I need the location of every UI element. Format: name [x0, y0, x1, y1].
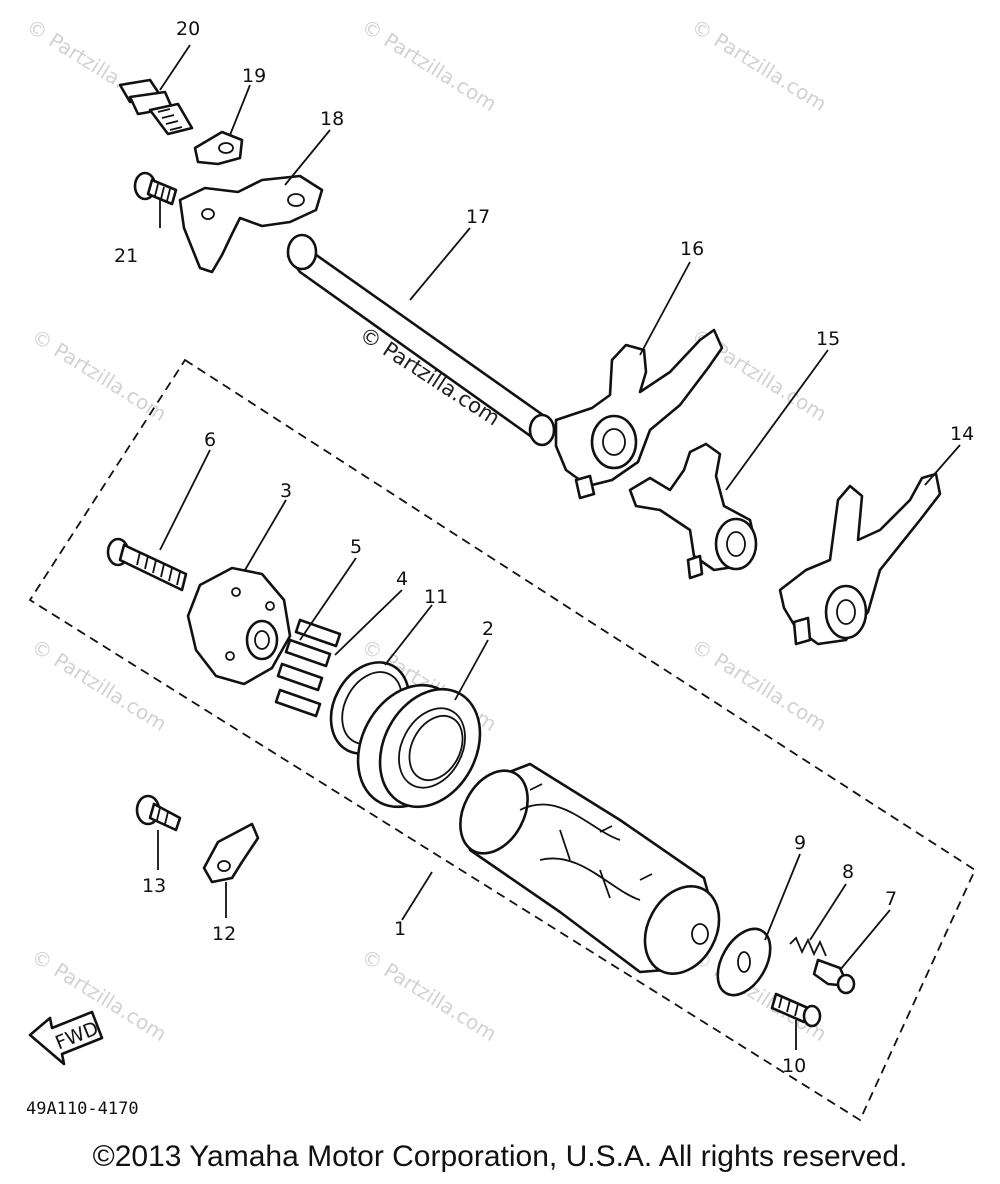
label-18: 18	[320, 108, 344, 130]
part-12-plate	[202, 822, 260, 884]
label-6: 6	[204, 429, 216, 451]
part-1-drum	[459, 762, 721, 975]
part-13-bolt	[135, 794, 182, 832]
part-14-fork	[778, 472, 942, 646]
leader-lines	[157, 44, 961, 1050]
label-20: 20	[176, 18, 200, 40]
drawing-code: 49A110-4170	[26, 1099, 139, 1119]
part-17-shaft	[286, 233, 556, 447]
label-12: 12	[212, 923, 236, 945]
part-20-bolt	[118, 78, 194, 136]
label-5: 5	[350, 536, 362, 558]
part-5-pins	[274, 618, 342, 718]
part-7-plug	[812, 958, 856, 995]
label-1: 1	[394, 918, 406, 940]
watermark: © Partzilla.com	[687, 634, 831, 736]
part-9-washer	[716, 927, 772, 997]
part-18-bracket	[178, 174, 324, 274]
part-labels: 1 2 3 4 5 6 7 8 9 10 11 12 13 14 15 16 1…	[114, 18, 974, 1077]
label-10: 10	[782, 1055, 806, 1077]
part-10-screw	[770, 992, 822, 1028]
watermark: © Partzilla.com	[687, 14, 831, 116]
part-6-bolt	[106, 537, 188, 592]
copyright-notice: ©2013 Yamaha Motor Corporation, U.S.A. A…	[92, 1140, 908, 1173]
part-15-fork	[628, 442, 758, 580]
watermark: © Partzilla.com	[27, 324, 171, 426]
label-13: 13	[142, 875, 166, 897]
label-4: 4	[396, 568, 408, 590]
part-8-spring	[789, 936, 827, 957]
forward-arrow: FWD	[28, 1010, 104, 1066]
label-21: 21	[114, 245, 138, 267]
label-16: 16	[680, 238, 704, 260]
label-8: 8	[842, 861, 854, 883]
watermark: © Partzilla.com	[357, 14, 501, 116]
part-3-segment	[186, 566, 292, 686]
label-9: 9	[794, 832, 806, 854]
part-21-screw	[133, 171, 178, 206]
label-7: 7	[885, 888, 897, 910]
part-16-fork	[554, 328, 724, 500]
watermark: © Partzilla.com	[27, 634, 171, 736]
label-14: 14	[950, 423, 974, 445]
part-19-plate	[193, 130, 244, 166]
label-17: 17	[466, 206, 490, 228]
part-2-bearing	[356, 683, 482, 809]
watermark: © Partzilla.com	[357, 944, 501, 1046]
label-2: 2	[482, 618, 494, 640]
label-3: 3	[280, 480, 292, 502]
label-19: 19	[242, 65, 266, 87]
assembly-boundary	[28, 358, 977, 1122]
label-11: 11	[424, 586, 448, 608]
label-15: 15	[816, 328, 840, 350]
